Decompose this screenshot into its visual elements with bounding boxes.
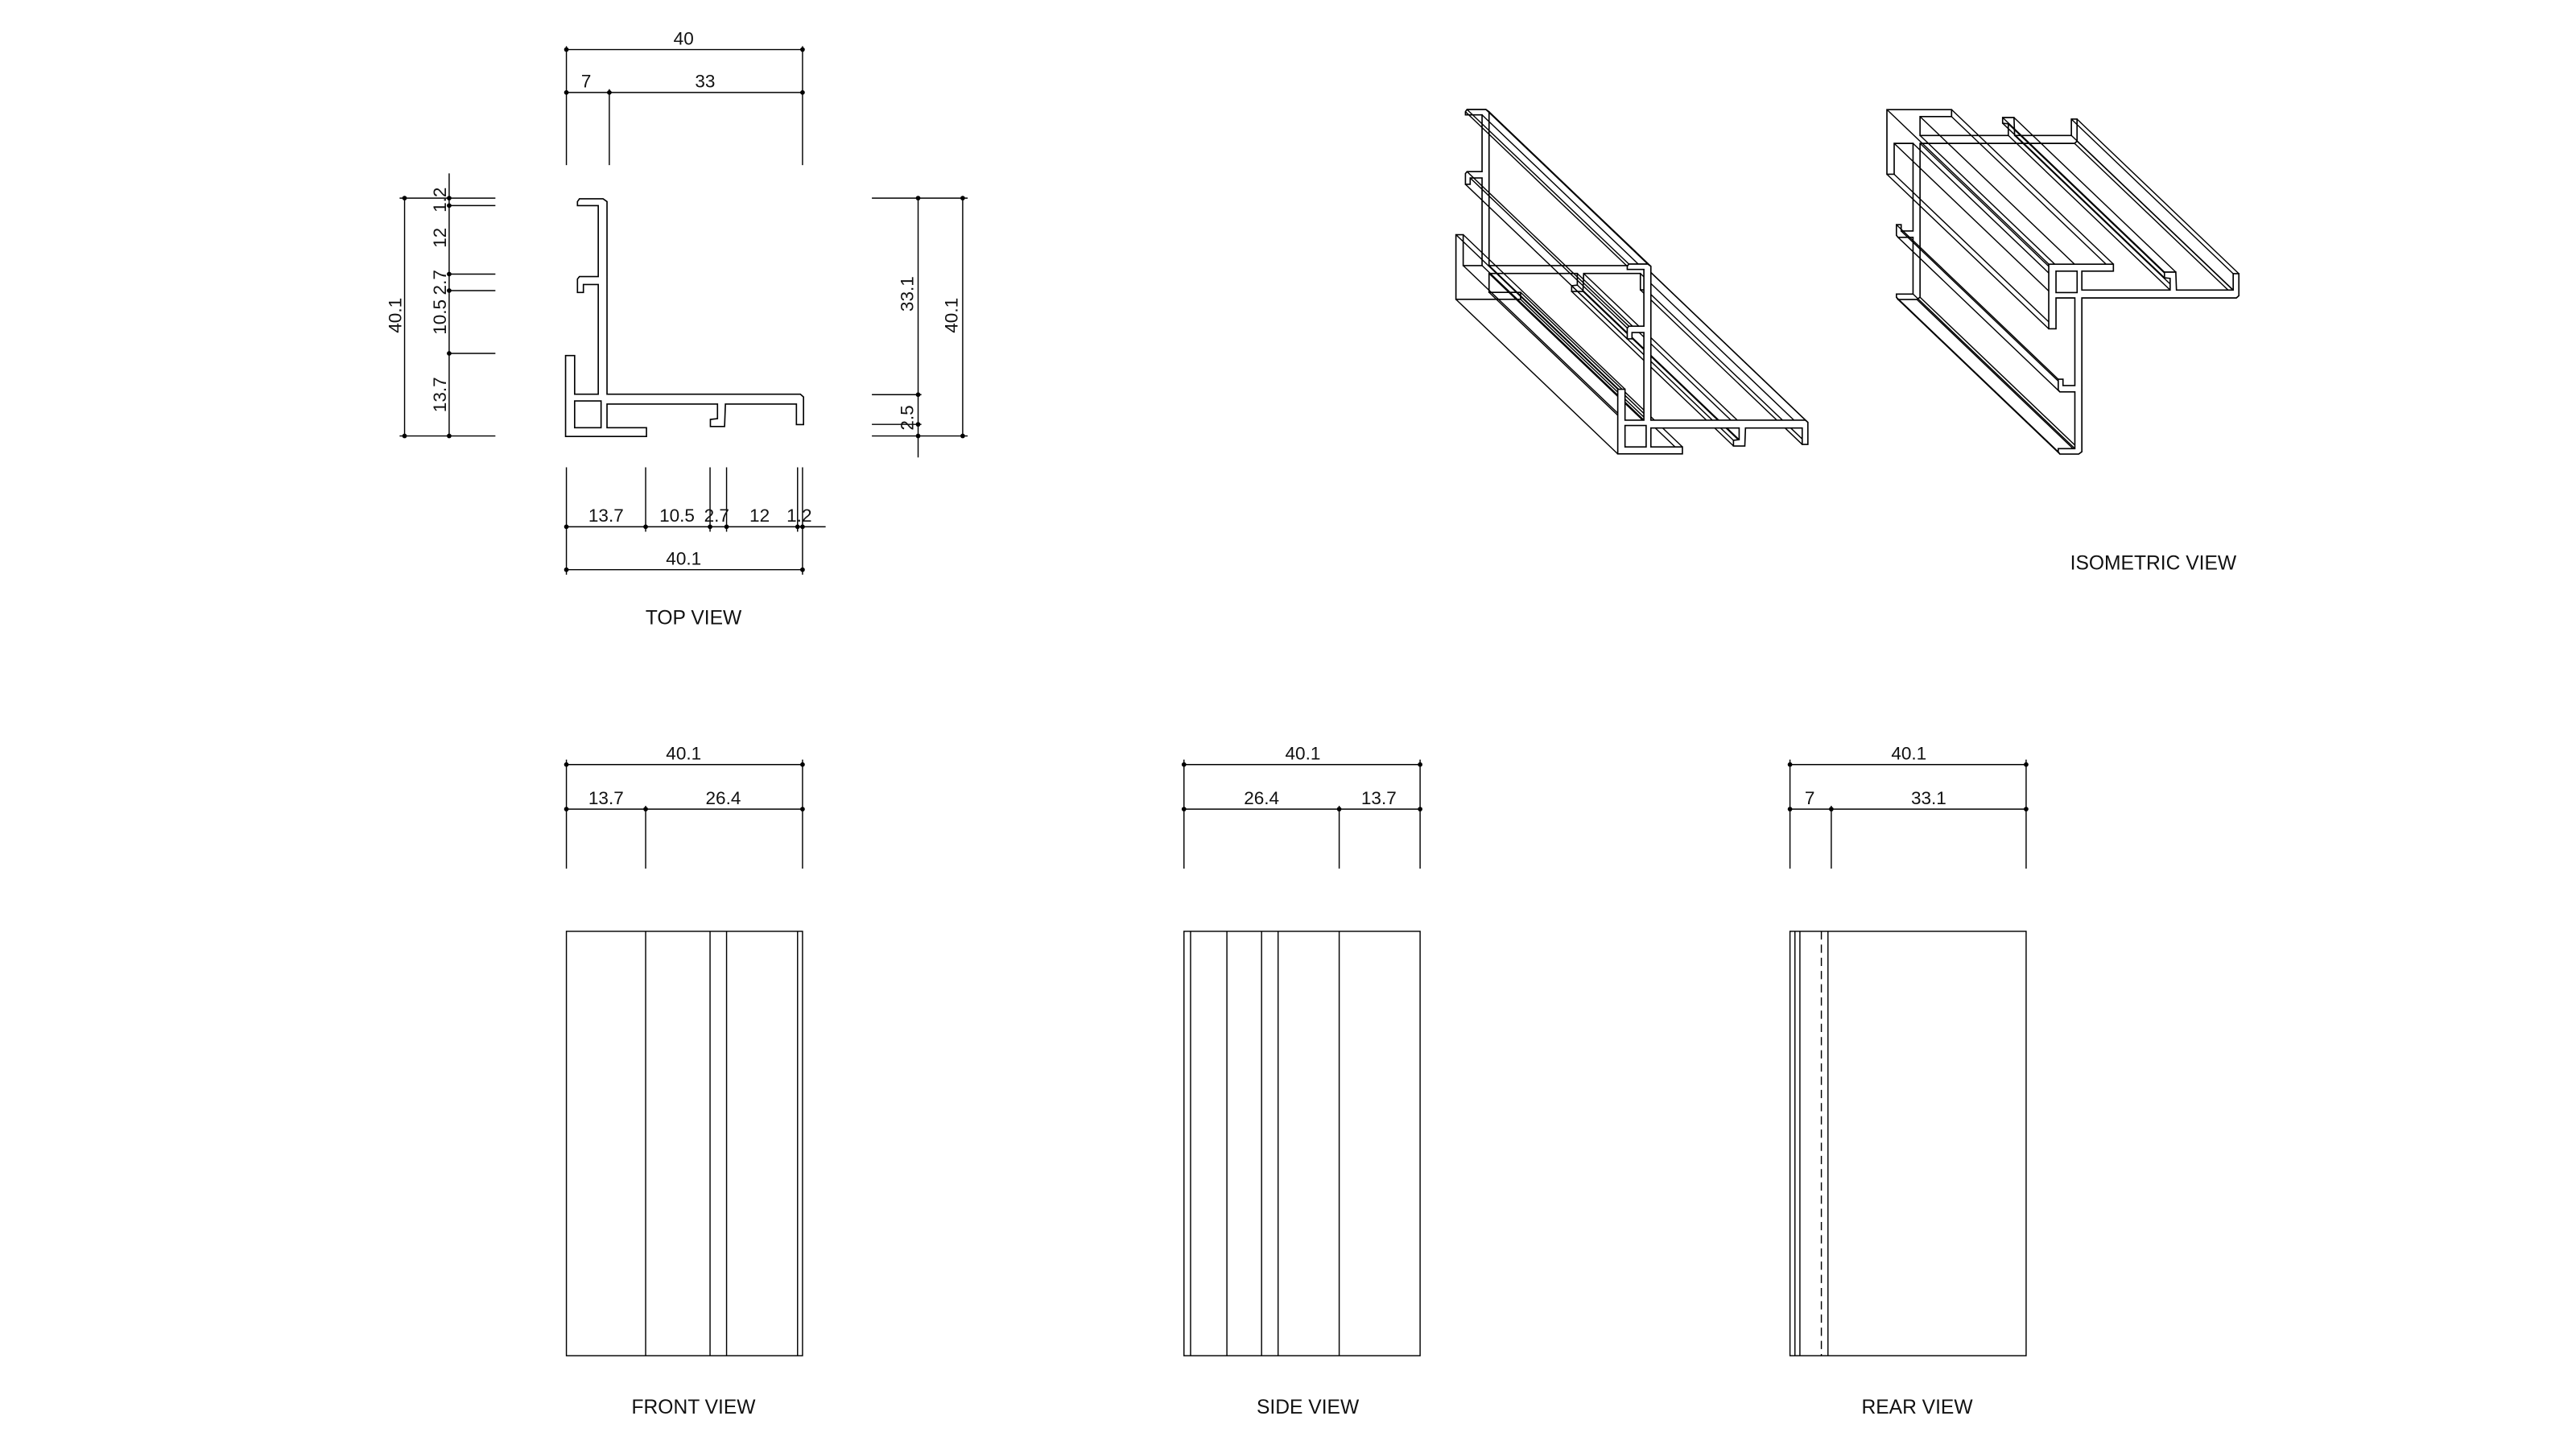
extrusion-edge <box>1464 111 1628 267</box>
extrusion-edge <box>1481 265 1645 421</box>
top-dimension <box>565 46 803 166</box>
extrusion-edge <box>1455 234 1619 390</box>
extrusion-edge <box>1919 116 2083 272</box>
rear-view: 40.1 7 33.1 REAR VIEW <box>1787 744 2029 1418</box>
profile-section <box>564 198 804 437</box>
extrusion-edge <box>2008 123 2171 279</box>
dim-right-overall: 40.1 <box>942 298 962 333</box>
extrusion-edge <box>1583 273 1746 429</box>
extrusion-edge <box>1481 114 1645 270</box>
extrusion-edge <box>2002 122 2165 279</box>
extrusion-edge <box>1919 296 2083 452</box>
extrusion-edge <box>1520 299 1683 455</box>
front-view: 40.1 13.7 26.4 FRONT VIEW <box>564 744 805 1418</box>
extrusion-edge <box>2076 140 2240 296</box>
dim-front-seg-1: 13.7 <box>588 788 624 808</box>
dim-front-overall: 40.1 <box>666 744 701 764</box>
extrusion-edge <box>2014 134 2178 291</box>
extrusion-edge <box>1643 265 1806 421</box>
dim-top-seg-1: 7 <box>581 72 592 92</box>
dim-left-overall: 40.1 <box>385 298 405 333</box>
extrusion-edge <box>1893 142 2057 299</box>
extrusion-edge <box>1485 109 1649 265</box>
extrusion-edge <box>1893 173 2057 329</box>
extrusion-edge <box>1576 273 1740 429</box>
extrusion-hollow-chamber <box>2055 270 2079 294</box>
extrusion-edge <box>1464 184 1628 340</box>
extrusion-edge <box>2074 142 2237 299</box>
side-view-title: SIDE VIEW <box>1257 1397 1360 1418</box>
dim-right-small: 2.5 <box>897 405 917 430</box>
isometric-left-model <box>1455 109 1809 455</box>
extrusion-edge <box>1886 173 2050 329</box>
extrusion-edge <box>1951 116 2114 272</box>
dim-bottom-seg-5: 1.2 <box>786 506 811 526</box>
isometric-view: ISOMETRIC VIEW <box>1455 109 2240 575</box>
dim-left-seg-3: 2.7 <box>430 270 450 295</box>
dim-top-overall: 40 <box>674 28 694 48</box>
dim-rear-seg-1: 7 <box>1805 788 1815 808</box>
extrusion-edge <box>1463 265 1626 421</box>
extrusion-edge <box>1897 237 2061 393</box>
extrusion-edge <box>1645 289 1809 445</box>
extrusion-hollow-chamber <box>1624 424 1647 448</box>
dim-left-seg-5: 13.7 <box>430 377 450 412</box>
extrusion-edge <box>2070 118 2234 275</box>
extrusion-edge <box>1463 234 1626 390</box>
dim-side-seg-2: 13.7 <box>1361 788 1397 808</box>
dim-right-inner: 33.1 <box>897 276 917 312</box>
dim-bottom-seg-3: 2.7 <box>704 506 729 526</box>
isometric-view-title: ISOMETRIC VIEW <box>2070 553 2237 575</box>
dim-bottom-seg-2: 10.5 <box>659 506 695 526</box>
extrusion-edge <box>1916 299 2079 455</box>
extrusion-edge <box>1455 299 1619 455</box>
front-view-title: FRONT VIEW <box>632 1397 757 1418</box>
extrusion-edge <box>1896 224 2059 380</box>
dim-left-seg-4: 10.5 <box>430 299 450 335</box>
dim-front-seg-2: 26.4 <box>706 788 741 808</box>
extrusion-edge <box>2002 117 2165 273</box>
dim-bottom-seg-1: 13.7 <box>588 506 624 526</box>
dim-left-seg-2: 12 <box>430 228 450 248</box>
dim-bottom-overall: 40.1 <box>666 549 701 569</box>
extrusion-edge <box>2008 134 2171 291</box>
extrusion-edge <box>2076 118 2240 275</box>
extrusion-edge <box>1896 296 2059 452</box>
bottom-dimension <box>565 467 826 575</box>
dim-side-seg-1: 26.4 <box>1244 788 1279 808</box>
dim-rear-seg-2: 33.1 <box>1911 788 1946 808</box>
dim-left-seg-1: 1.2 <box>430 188 450 213</box>
extrusion-edge <box>1466 171 1629 327</box>
extrusion-edge <box>1901 230 2064 386</box>
extrusion-edge <box>1576 284 1740 440</box>
extrusion-edge <box>1912 142 2075 299</box>
dim-bottom-seg-4: 12 <box>749 506 770 526</box>
extrusion-edge <box>1640 273 1803 429</box>
side-view: 40.1 26.4 13.7 SIDE VIEW <box>1181 744 1422 1418</box>
extrusion-edge <box>1640 289 1803 445</box>
extrusion-edge <box>1951 109 2114 265</box>
rear-view-title: REAR VIEW <box>1861 1397 1973 1418</box>
isometric-right-model <box>1886 109 2240 455</box>
top-view-title: TOP VIEW <box>646 607 742 629</box>
extrusion-edge <box>1466 109 1629 265</box>
dim-top-seg-2: 33 <box>695 72 715 92</box>
extrusion-edge <box>1886 109 2050 265</box>
extrusion-edge <box>1912 293 2075 449</box>
dim-rear-overall: 40.1 <box>1891 744 1926 764</box>
extrusion-back-face <box>1455 109 1647 300</box>
top-view: 40 7 33 40.1 1.2 12 2.7 10.5 13.7 <box>385 28 968 629</box>
extrusion-edge <box>2013 117 2177 273</box>
dim-side-overall: 40.1 <box>1286 744 1321 764</box>
extrusion-edge <box>1469 177 1633 333</box>
extrusion-edge <box>1488 273 1652 429</box>
